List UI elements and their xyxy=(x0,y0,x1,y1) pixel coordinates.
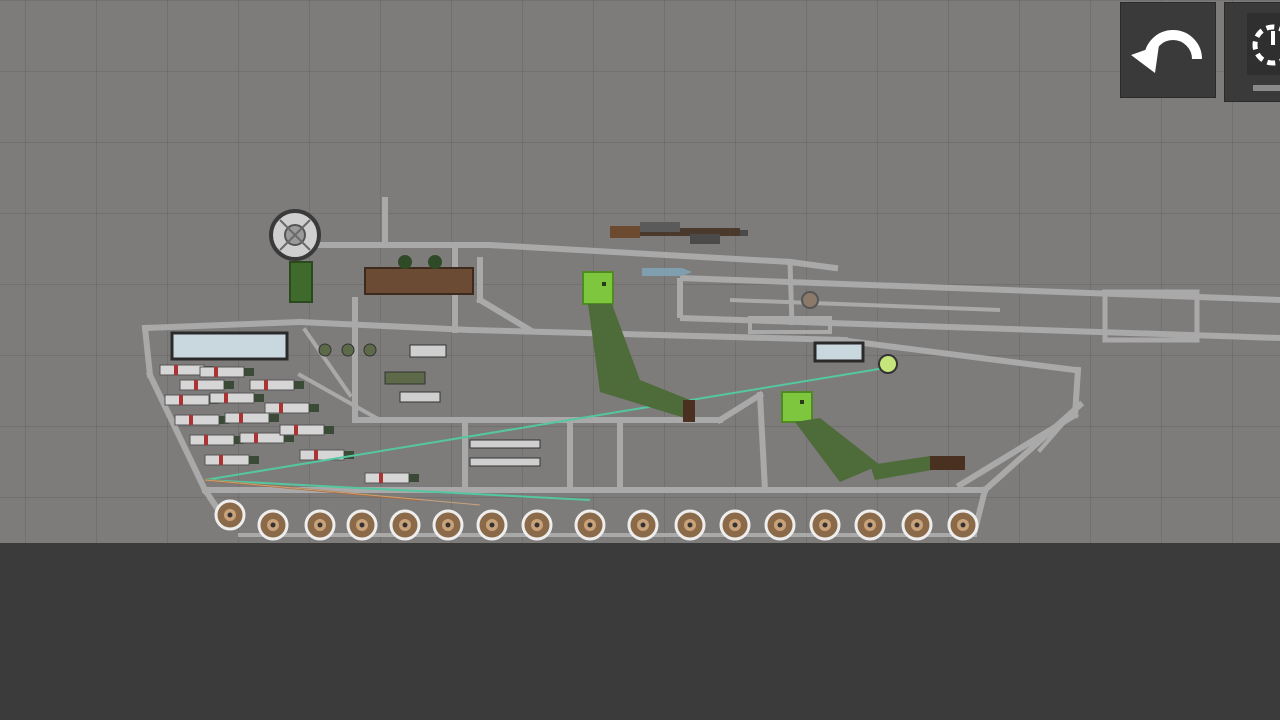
tank-contraption[interactable] xyxy=(0,0,1280,543)
wooden-crate[interactable] xyxy=(364,267,474,295)
melon-soldier-2[interactable] xyxy=(781,391,965,482)
machine-gun[interactable] xyxy=(610,222,748,244)
gear-wheel[interactable] xyxy=(269,209,321,261)
slow-motion-dial-icon xyxy=(1247,13,1280,91)
undo-button[interactable]: undo-arrow-icon xyxy=(1120,2,1216,98)
grenade[interactable] xyxy=(398,255,412,269)
light-panel[interactable] xyxy=(170,331,289,361)
sandbox-background[interactable] xyxy=(0,0,1280,543)
tank-hull-frame[interactable] xyxy=(141,197,1085,537)
main-gun-barrel[interactable] xyxy=(677,261,1280,343)
undo-arrow-icon xyxy=(1131,30,1202,73)
cable-wires xyxy=(204,367,886,506)
glowing-device[interactable] xyxy=(878,354,898,374)
melon-soldier-1[interactable] xyxy=(582,271,695,422)
time-scale-button[interactable]: slow-motion-dial-icon xyxy=(1224,2,1280,102)
ground-floor xyxy=(0,543,1280,720)
road-wheels[interactable] xyxy=(214,499,979,541)
green-canister[interactable] xyxy=(289,261,313,303)
light-panel[interactable] xyxy=(813,341,865,363)
mechanical-parts[interactable] xyxy=(318,343,541,467)
grenade[interactable] xyxy=(428,255,442,269)
rocket-projectile[interactable] xyxy=(642,268,692,276)
